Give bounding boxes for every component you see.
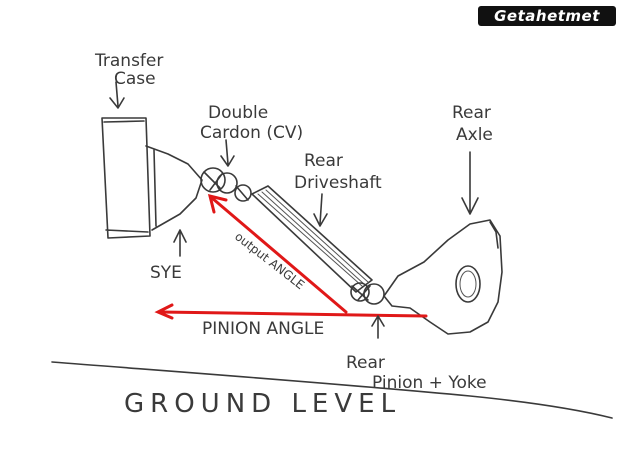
output-angle-arrowhead — [207, 193, 228, 214]
output-angle-line — [210, 196, 348, 314]
label-double-cardon-line1: Double — [208, 103, 268, 123]
sye-housing-shape — [145, 145, 203, 231]
pinion-angle-arrowhead — [154, 303, 174, 320]
label-rear-axle-line2: Axle — [456, 125, 493, 145]
pointer-arrows — [109, 81, 479, 339]
double-cardon-joint — [200, 167, 252, 202]
pinion-joint — [350, 282, 385, 305]
ground-line — [51, 361, 613, 419]
label-driveshaft-line1: Rear — [304, 151, 343, 171]
pinion-angle-line — [158, 310, 428, 318]
watermark-logo: Getahetmet — [478, 6, 616, 26]
label-ground-level: GROUND LEVEL — [124, 389, 401, 419]
label-driveshaft-line2: Driveshaft — [294, 173, 382, 193]
label-transfer-line2: Case — [114, 69, 156, 89]
angle-lines — [154, 193, 428, 320]
label-output-angle: output ANGLE — [232, 229, 307, 292]
label-rear-axle-line1: Rear — [452, 103, 491, 123]
label-sye: SYE — [150, 263, 182, 283]
label-transfer-line1: Transfer — [94, 51, 163, 71]
label-rear-pinion-line1: Rear — [346, 353, 385, 373]
label-rear-pinion-line2: Pinion + Yoke — [372, 373, 487, 393]
transfer-case-shape — [101, 117, 151, 239]
label-double-cardon-line2: Cardon (CV) — [200, 123, 303, 143]
rear-driveshaft-shape — [251, 185, 373, 293]
label-pinion-angle: PINION ANGLE — [202, 319, 324, 339]
